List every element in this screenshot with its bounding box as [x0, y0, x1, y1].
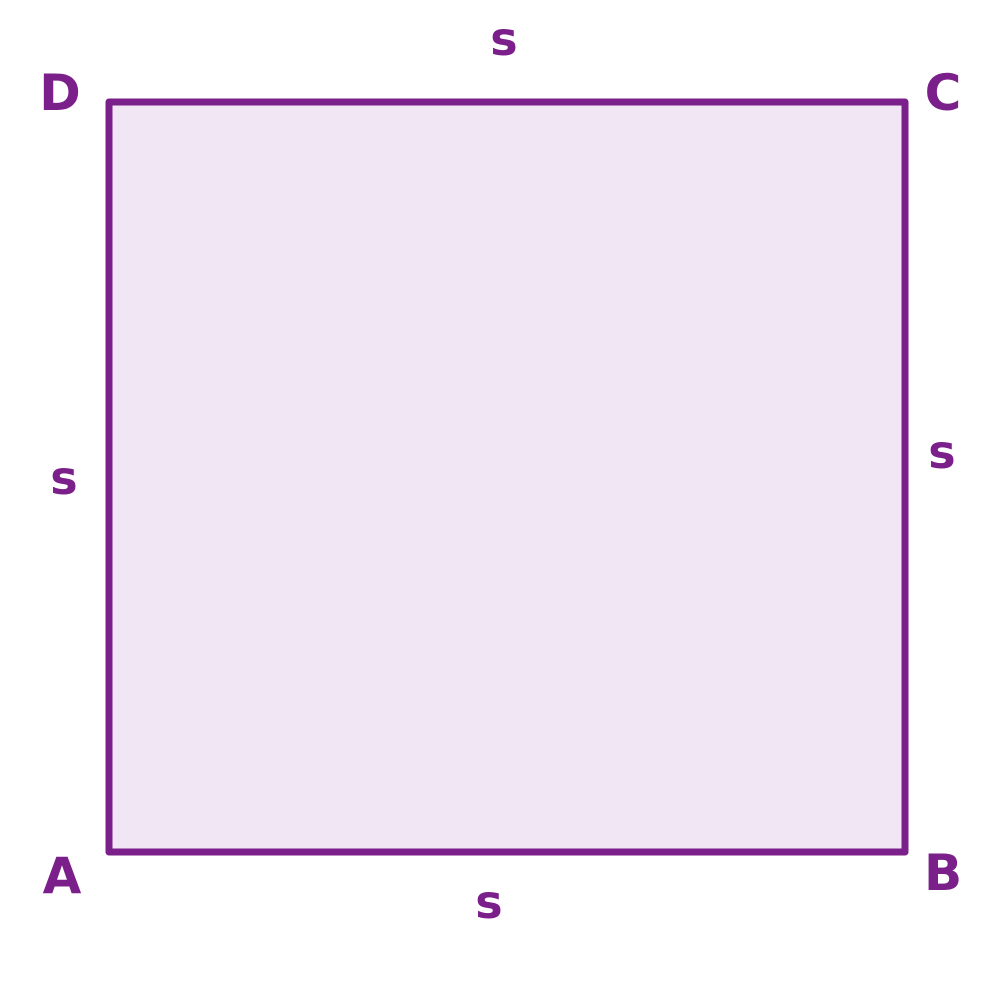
side-label-top: s [490, 12, 517, 66]
vertex-label-d: D [39, 64, 81, 122]
square-shape [105, 98, 909, 856]
side-label-right: s [928, 425, 955, 479]
vertex-label-a: A [43, 847, 82, 905]
vertex-label-b: B [924, 844, 962, 902]
side-label-left: s [50, 451, 77, 505]
vertex-label-c: C [925, 64, 962, 122]
side-label-bottom: s [475, 875, 502, 929]
